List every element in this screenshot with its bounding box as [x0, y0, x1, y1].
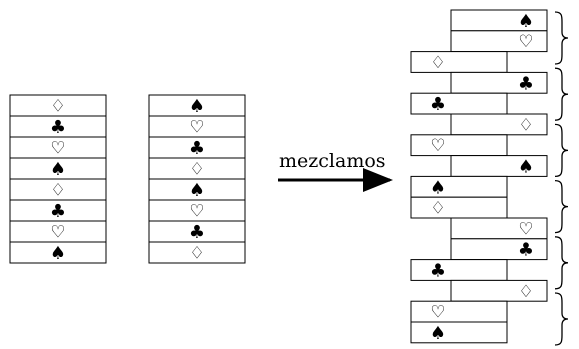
- brace-0: [554, 11, 569, 65]
- brace-4: [554, 236, 569, 290]
- brace-1: [554, 67, 569, 121]
- group-braces: [554, 11, 569, 346]
- card-shuffled-15: [410, 321, 508, 344]
- heart-icon: ♡: [518, 32, 533, 52]
- diamond-icon: ♢: [50, 97, 65, 117]
- heart-icon: ♡: [189, 118, 204, 138]
- spade-icon: ♠: [50, 159, 66, 180]
- spade-icon: ♠: [518, 157, 534, 178]
- diamond-icon: ♢: [430, 53, 445, 73]
- card-shuffled-12: [410, 259, 508, 281]
- club-icon: ♣: [189, 222, 205, 243]
- card-shuffled-8: [410, 175, 508, 198]
- club-icon: ♣: [50, 117, 66, 138]
- spade-icon: ♠: [430, 323, 446, 344]
- club-icon: ♣: [189, 138, 205, 159]
- club-icon: ♣: [518, 73, 534, 94]
- heart-icon: ♡: [430, 303, 445, 323]
- brace-2: [554, 123, 569, 178]
- deck-shuffled: ♠♡♢♣♣♢♡♠♠♢♡♣♣♢♡♠: [410, 9, 548, 344]
- club-icon: ♣: [430, 261, 446, 282]
- arrow-label: mezclamos: [279, 150, 386, 172]
- spade-icon: ♠: [189, 96, 205, 117]
- card-shuffled-6: [410, 134, 508, 157]
- diamond-icon: ♢: [189, 244, 204, 264]
- card-shuffled-4: [410, 92, 508, 115]
- deck-left: ♢♣♡♠♢♣♡♠: [9, 94, 107, 264]
- heart-icon: ♡: [189, 202, 204, 222]
- diamond-icon: ♢: [518, 115, 533, 135]
- club-icon: ♣: [50, 201, 66, 222]
- club-icon: ♣: [518, 240, 534, 261]
- deck-middle: ♠♡♣♢♠♡♣♢: [148, 94, 246, 264]
- card-shuffled-2: [410, 51, 508, 73]
- spade-icon: ♠: [518, 11, 534, 32]
- heart-icon: ♡: [50, 223, 65, 243]
- diamond-icon: ♢: [50, 181, 65, 201]
- heart-icon: ♡: [518, 219, 533, 239]
- spade-icon: ♠: [189, 180, 205, 201]
- card-left-7: [9, 241, 107, 264]
- heart-icon: ♡: [430, 136, 445, 156]
- brace-3: [554, 179, 569, 234]
- spade-icon: ♠: [50, 243, 66, 264]
- card-shuffled-14: [410, 300, 508, 323]
- diamond-icon: ♢: [189, 160, 204, 180]
- card-shuffled-9: [410, 196, 508, 219]
- diamond-icon: ♢: [518, 282, 533, 302]
- diamond-icon: ♢: [430, 199, 445, 219]
- card-middle-7: [148, 241, 246, 264]
- club-icon: ♣: [430, 94, 446, 115]
- brace-5: [554, 292, 569, 346]
- heart-icon: ♡: [50, 139, 65, 159]
- spade-icon: ♠: [430, 177, 446, 198]
